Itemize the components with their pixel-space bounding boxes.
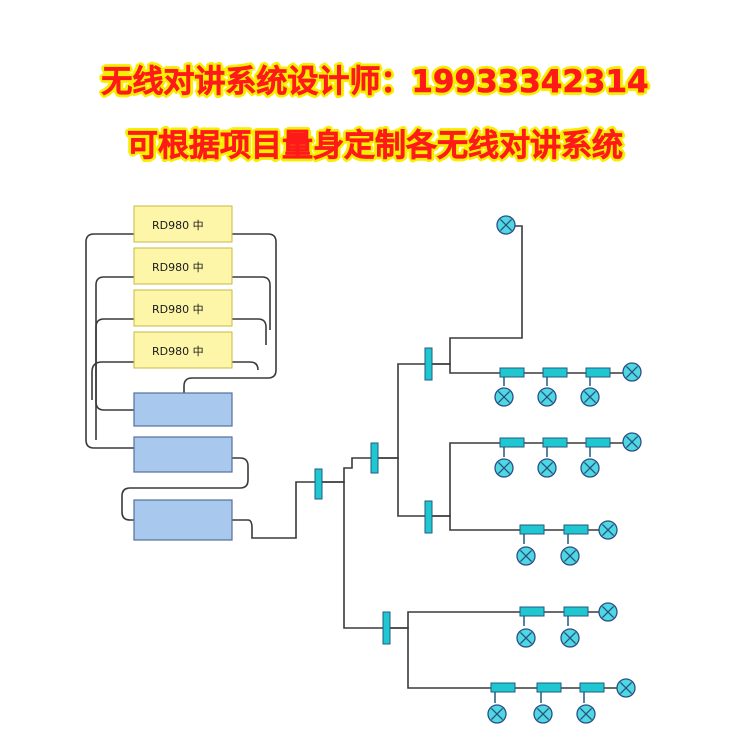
- antenna-icon: [560, 546, 580, 566]
- coupler-icon: [563, 606, 589, 626]
- antenna-icon: [598, 520, 618, 540]
- branch-5: [390, 627, 622, 689]
- coupler-icon: [519, 524, 545, 544]
- antenna-icon: [598, 602, 618, 622]
- combiner-unit: [133, 392, 233, 427]
- feeder-split-b: [378, 457, 426, 517]
- branch-top-riser: [432, 225, 523, 365]
- antenna-icon: [494, 387, 514, 407]
- antenna-icon: [516, 546, 536, 566]
- headline-custom-design: 可根据项目量身定制各无线对讲系统: [127, 128, 624, 165]
- combiner-unit: [133, 499, 233, 541]
- coupler-icon: [579, 682, 605, 703]
- branch-1: [432, 363, 626, 374]
- antenna-icon: [537, 458, 557, 478]
- feeder-split-a: [378, 363, 426, 459]
- repeater-unit: RD980 中: [133, 331, 233, 369]
- repeater-unit: RD980 中: [133, 205, 233, 243]
- antenna-icon: [580, 387, 600, 407]
- antenna-icon: [487, 704, 507, 724]
- antenna-icon: [494, 458, 514, 478]
- repeater-cable-1: [85, 233, 134, 449]
- repeater-return-1: [183, 233, 277, 393]
- splitters: [314, 347, 433, 645]
- repeater-label: RD980 中: [152, 219, 204, 232]
- repeater-label: RD980 中: [152, 345, 204, 358]
- combiner-unit: [133, 436, 233, 473]
- branch-2: [432, 442, 626, 517]
- antenna-icon: [616, 678, 636, 698]
- antenna-icon: [496, 215, 516, 235]
- antenna-icon: [537, 387, 557, 407]
- repeater-cable-2: [95, 276, 134, 440]
- cable-network: [85, 225, 626, 689]
- coupler-icon: [542, 367, 568, 386]
- main-feeder: [232, 481, 316, 539]
- coupler-icon: [519, 606, 545, 626]
- coupler-icon: [490, 682, 516, 703]
- feeder-down: [322, 481, 384, 629]
- combiner-link: [121, 457, 249, 521]
- repeater-unit: RD980 中: [133, 289, 233, 327]
- combiner-stack: [133, 392, 233, 541]
- splitter-icon: [370, 442, 379, 474]
- antenna-icon: [576, 704, 596, 724]
- antenna-icon: [580, 458, 600, 478]
- repeater-stack: RD980 中 RD980 中 RD980 中 RD980 中: [133, 205, 233, 369]
- repeater-cable-4: [91, 361, 134, 400]
- antennas: [487, 215, 642, 724]
- antenna-icon: [560, 628, 580, 648]
- repeater-return-2: [232, 276, 271, 330]
- couplers: [490, 367, 611, 703]
- splitter-icon: [314, 468, 323, 500]
- splitter-icon: [382, 611, 391, 645]
- repeater-cable-3: [95, 318, 134, 411]
- splitter-icon: [424, 500, 433, 534]
- splitter-icon: [424, 347, 433, 381]
- coupler-icon: [585, 437, 611, 457]
- coupler-icon: [563, 524, 589, 544]
- repeater-return-4: [232, 361, 259, 371]
- repeater-unit: RD980 中: [133, 247, 233, 285]
- coupler-icon: [542, 437, 568, 457]
- antenna-icon: [516, 628, 536, 648]
- coupler-icon: [585, 367, 611, 386]
- headline-designer-contact: 无线对讲系统设计师：19933342314: [101, 64, 649, 101]
- repeater-return-3: [232, 318, 267, 345]
- repeater-label: RD980 中: [152, 261, 204, 274]
- antenna-icon: [622, 432, 642, 452]
- coupler-icon: [536, 682, 562, 703]
- coupler-icon: [499, 367, 525, 386]
- repeater-label: RD980 中: [152, 303, 204, 316]
- coupler-icon: [499, 437, 525, 457]
- feeder-up: [322, 457, 372, 483]
- antenna-icon: [622, 362, 642, 382]
- antenna-icon: [533, 704, 553, 724]
